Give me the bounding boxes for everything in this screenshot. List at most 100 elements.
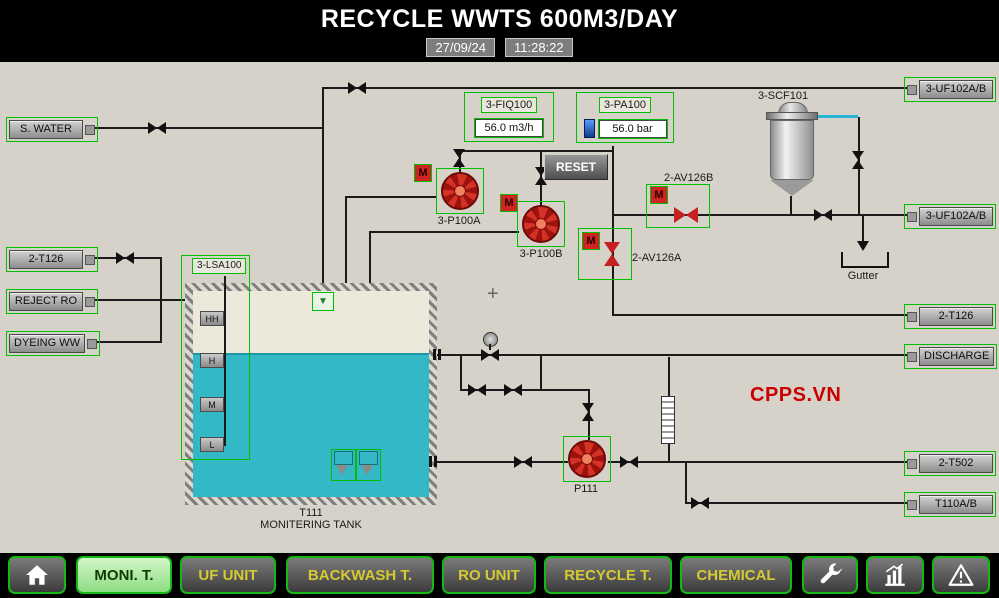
- pump-p111: [563, 436, 611, 482]
- station-tag-label[interactable]: 3-UF102A/B: [919, 207, 993, 226]
- trends-button[interactable]: [866, 556, 924, 594]
- station-tag-label[interactable]: T110A/B: [919, 495, 993, 514]
- tank-subtitle: MONITERING TANK: [260, 519, 362, 531]
- cartridge-filter[interactable]: [764, 102, 820, 198]
- pressure-value-display: 56.0 bar: [597, 118, 668, 139]
- valve-a-label: 2-AV126A: [632, 252, 682, 264]
- pipe-segment: [685, 502, 908, 504]
- flow-value-display: 56.0 m3/h: [474, 118, 544, 138]
- nav-recycle-tank-button[interactable]: RECYCLE T.: [544, 556, 672, 594]
- station-tag-label[interactable]: DISCHARGE: [919, 347, 995, 366]
- nav-backwash-tank-button[interactable]: BACKWASH T.: [286, 556, 434, 594]
- manual-valve-icon[interactable]: [504, 384, 522, 396]
- nozzle-flange: [434, 456, 437, 467]
- pipe-segment: [437, 354, 908, 356]
- pipe-segment: [608, 461, 908, 463]
- level-sensor-group: [181, 255, 250, 460]
- pipe-segment: [90, 341, 162, 343]
- station-tag-2-t502: 2-T502: [904, 451, 996, 476]
- station-tag-label[interactable]: S. WATER: [9, 120, 83, 139]
- sparger-group: [331, 449, 356, 481]
- pipe-segment: [612, 146, 614, 316]
- level-probe: [224, 276, 226, 446]
- pump-icon[interactable]: [522, 205, 560, 243]
- station-tag-discharge: DISCHARGE: [904, 344, 998, 369]
- pipe-segment: [459, 150, 614, 152]
- motor-badge-av126a[interactable]: M: [582, 232, 600, 250]
- manual-valve-icon[interactable]: [514, 456, 532, 468]
- tag-connector: [85, 254, 95, 265]
- pump-icon[interactable]: [441, 172, 479, 210]
- station-tag-label[interactable]: 2-T502: [919, 454, 993, 473]
- pipe-segment: [345, 196, 437, 198]
- level-mark-l: L: [200, 437, 224, 452]
- nav-uf-unit-button[interactable]: UF UNIT: [180, 556, 276, 594]
- datetime-row: 27/09/24 11:28:22: [0, 38, 999, 57]
- tank-water-level: [193, 353, 429, 497]
- alarms-button[interactable]: [932, 556, 990, 594]
- sparger-icon: [334, 451, 353, 475]
- gutter-symbol: [841, 252, 889, 268]
- tag-connector: [907, 84, 917, 95]
- pipe-segment: [90, 299, 187, 301]
- sample-line: [814, 115, 858, 118]
- tag-connector: [907, 211, 917, 222]
- bottom-nav: MONI. T. UF UNIT BACKWASH T. RO UNIT REC…: [0, 553, 999, 598]
- drain-arrow-icon: [857, 241, 869, 257]
- filter-flange: [766, 112, 818, 120]
- level-mark-m: M: [200, 397, 224, 412]
- level-mark-hh: HH: [200, 311, 224, 326]
- tank-freeboard: [193, 291, 429, 353]
- manual-valve-icon[interactable]: [691, 497, 709, 509]
- pump-icon[interactable]: [568, 440, 606, 478]
- actuated-valve-av126b-icon[interactable]: [674, 207, 698, 223]
- manual-valve-icon[interactable]: [582, 403, 594, 421]
- actuated-valve-av126a-icon[interactable]: [604, 242, 620, 266]
- station-tag-label[interactable]: 2-T126: [9, 250, 83, 269]
- station-tag-label[interactable]: 3-UF102A/B: [919, 80, 993, 99]
- nav-monitor-tank-button[interactable]: MONI. T.: [76, 556, 172, 594]
- nav-chemical-button[interactable]: CHEMICAL: [680, 556, 792, 594]
- discharge-control-valve-icon[interactable]: [481, 349, 499, 361]
- home-button[interactable]: [8, 556, 66, 594]
- manual-valve-icon[interactable]: [620, 456, 638, 468]
- flow-indicator-label: 3-FIQ100: [480, 97, 538, 113]
- manual-valve-icon[interactable]: [814, 209, 832, 221]
- manual-valve-icon[interactable]: [348, 82, 366, 94]
- home-icon: [26, 565, 48, 585]
- nozzle-flange: [433, 349, 436, 360]
- manual-valve-icon[interactable]: [852, 151, 864, 169]
- pipe-segment: [685, 461, 687, 504]
- manual-valve-icon[interactable]: [468, 384, 486, 396]
- pipe-segment: [790, 196, 792, 216]
- motor-badge-av126b[interactable]: M: [650, 186, 668, 204]
- pressure-sensor-icon: [583, 119, 595, 138]
- tag-connector: [907, 311, 917, 322]
- station-tag-reject-ro: REJECT RO: [6, 289, 98, 314]
- manual-valve-icon[interactable]: [116, 252, 134, 264]
- station-tag-label[interactable]: REJECT RO: [9, 292, 83, 311]
- sparger-group: [356, 449, 381, 481]
- station-tag-label[interactable]: DYEING WW: [9, 334, 85, 353]
- tank-t111: [185, 283, 437, 505]
- watermark-text: CPPS.VN: [750, 384, 842, 406]
- date-display: 27/09/24: [426, 38, 495, 57]
- pipe-segment: [160, 257, 162, 343]
- tag-connector: [85, 124, 95, 135]
- motor-badge-p100b[interactable]: M: [500, 194, 518, 212]
- wrench-icon: [820, 563, 842, 584]
- motor-badge-p100a[interactable]: M: [414, 164, 432, 182]
- sparger-icon: [359, 451, 378, 475]
- station-tag-label[interactable]: 2-T126: [919, 307, 993, 326]
- manual-valve-icon[interactable]: [453, 149, 465, 167]
- manual-valve-icon[interactable]: [148, 122, 166, 134]
- pipe-segment: [322, 87, 324, 295]
- tag-connector: [907, 499, 917, 510]
- nav-ro-unit-button[interactable]: RO UNIT: [442, 556, 536, 594]
- settings-button[interactable]: [802, 556, 858, 594]
- pressure-row: 56.0 bar: [583, 118, 668, 139]
- reset-button[interactable]: RESET: [544, 154, 608, 180]
- filter-label: 3-SCF101: [758, 90, 809, 102]
- pipe-segment: [322, 87, 908, 89]
